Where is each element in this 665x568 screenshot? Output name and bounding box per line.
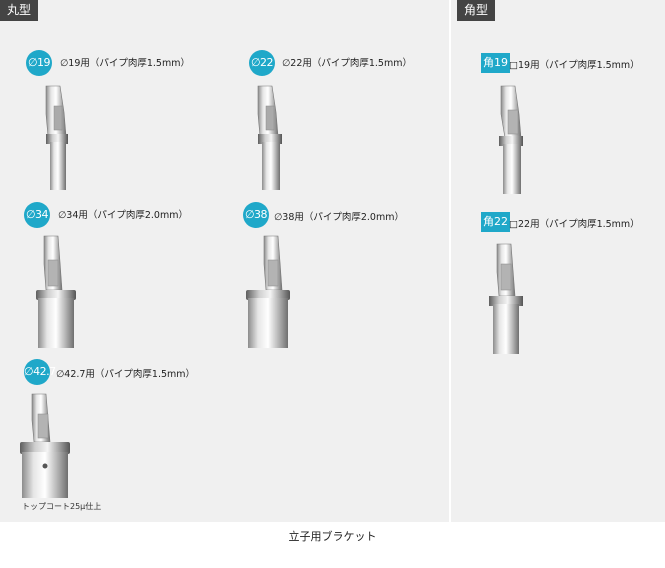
diameter-22-badge: ∅22 bbox=[249, 50, 275, 76]
diameter-38-badge: ∅38 bbox=[243, 202, 269, 228]
footer-caption: 立子用ブラケット bbox=[288, 530, 377, 543]
square-type-panel: 角型 角19 □19用（パイプ肉厚1.5mm） 角22 □22用（パイプ肉厚1.… bbox=[451, 0, 665, 522]
square-19-badge: 角19 bbox=[481, 53, 510, 73]
bracket-22-image bbox=[257, 85, 282, 190]
diameter-34-badge: ∅34 bbox=[24, 202, 50, 228]
round-type-label: 丸型 bbox=[0, 0, 39, 21]
diameter-19-caption: ∅19用（パイプ肉厚1.5mm） bbox=[60, 58, 190, 69]
square-22-badge: 角22 bbox=[481, 212, 510, 232]
bracket-19-image bbox=[45, 85, 68, 190]
square-19-caption: □19用（パイプ肉厚1.5mm） bbox=[509, 60, 640, 71]
bracket-34-image bbox=[36, 235, 76, 348]
diameter-42-7-badge: ∅42.7 bbox=[24, 359, 56, 385]
bracket-square-22-image bbox=[489, 243, 523, 354]
square-type-label: 角型 bbox=[457, 0, 496, 21]
round-type-panel: 丸型 ∅19 ∅19用（パイプ肉厚1.5mm） ∅22 ∅22用（パイプ肉厚1.… bbox=[0, 0, 449, 522]
diameter-38-caption: ∅38用（パイプ肉厚2.0mm） bbox=[274, 212, 404, 223]
bracket-38-image bbox=[246, 235, 290, 348]
bracket-42-7-image bbox=[20, 393, 70, 498]
bracket-square-19-image bbox=[499, 85, 523, 194]
topcoat-note: トップコート25μ仕上 bbox=[22, 502, 102, 511]
diameter-34-caption: ∅34用（パイプ肉厚2.0mm） bbox=[58, 210, 188, 221]
diameter-19-badge: ∅19 bbox=[26, 50, 52, 76]
diameter-42-7-caption: ∅42.7用（パイプ肉厚1.5mm） bbox=[56, 369, 196, 380]
square-22-caption: □22用（パイプ肉厚1.5mm） bbox=[509, 219, 640, 230]
diameter-22-caption: ∅22用（パイプ肉厚1.5mm） bbox=[282, 58, 412, 69]
